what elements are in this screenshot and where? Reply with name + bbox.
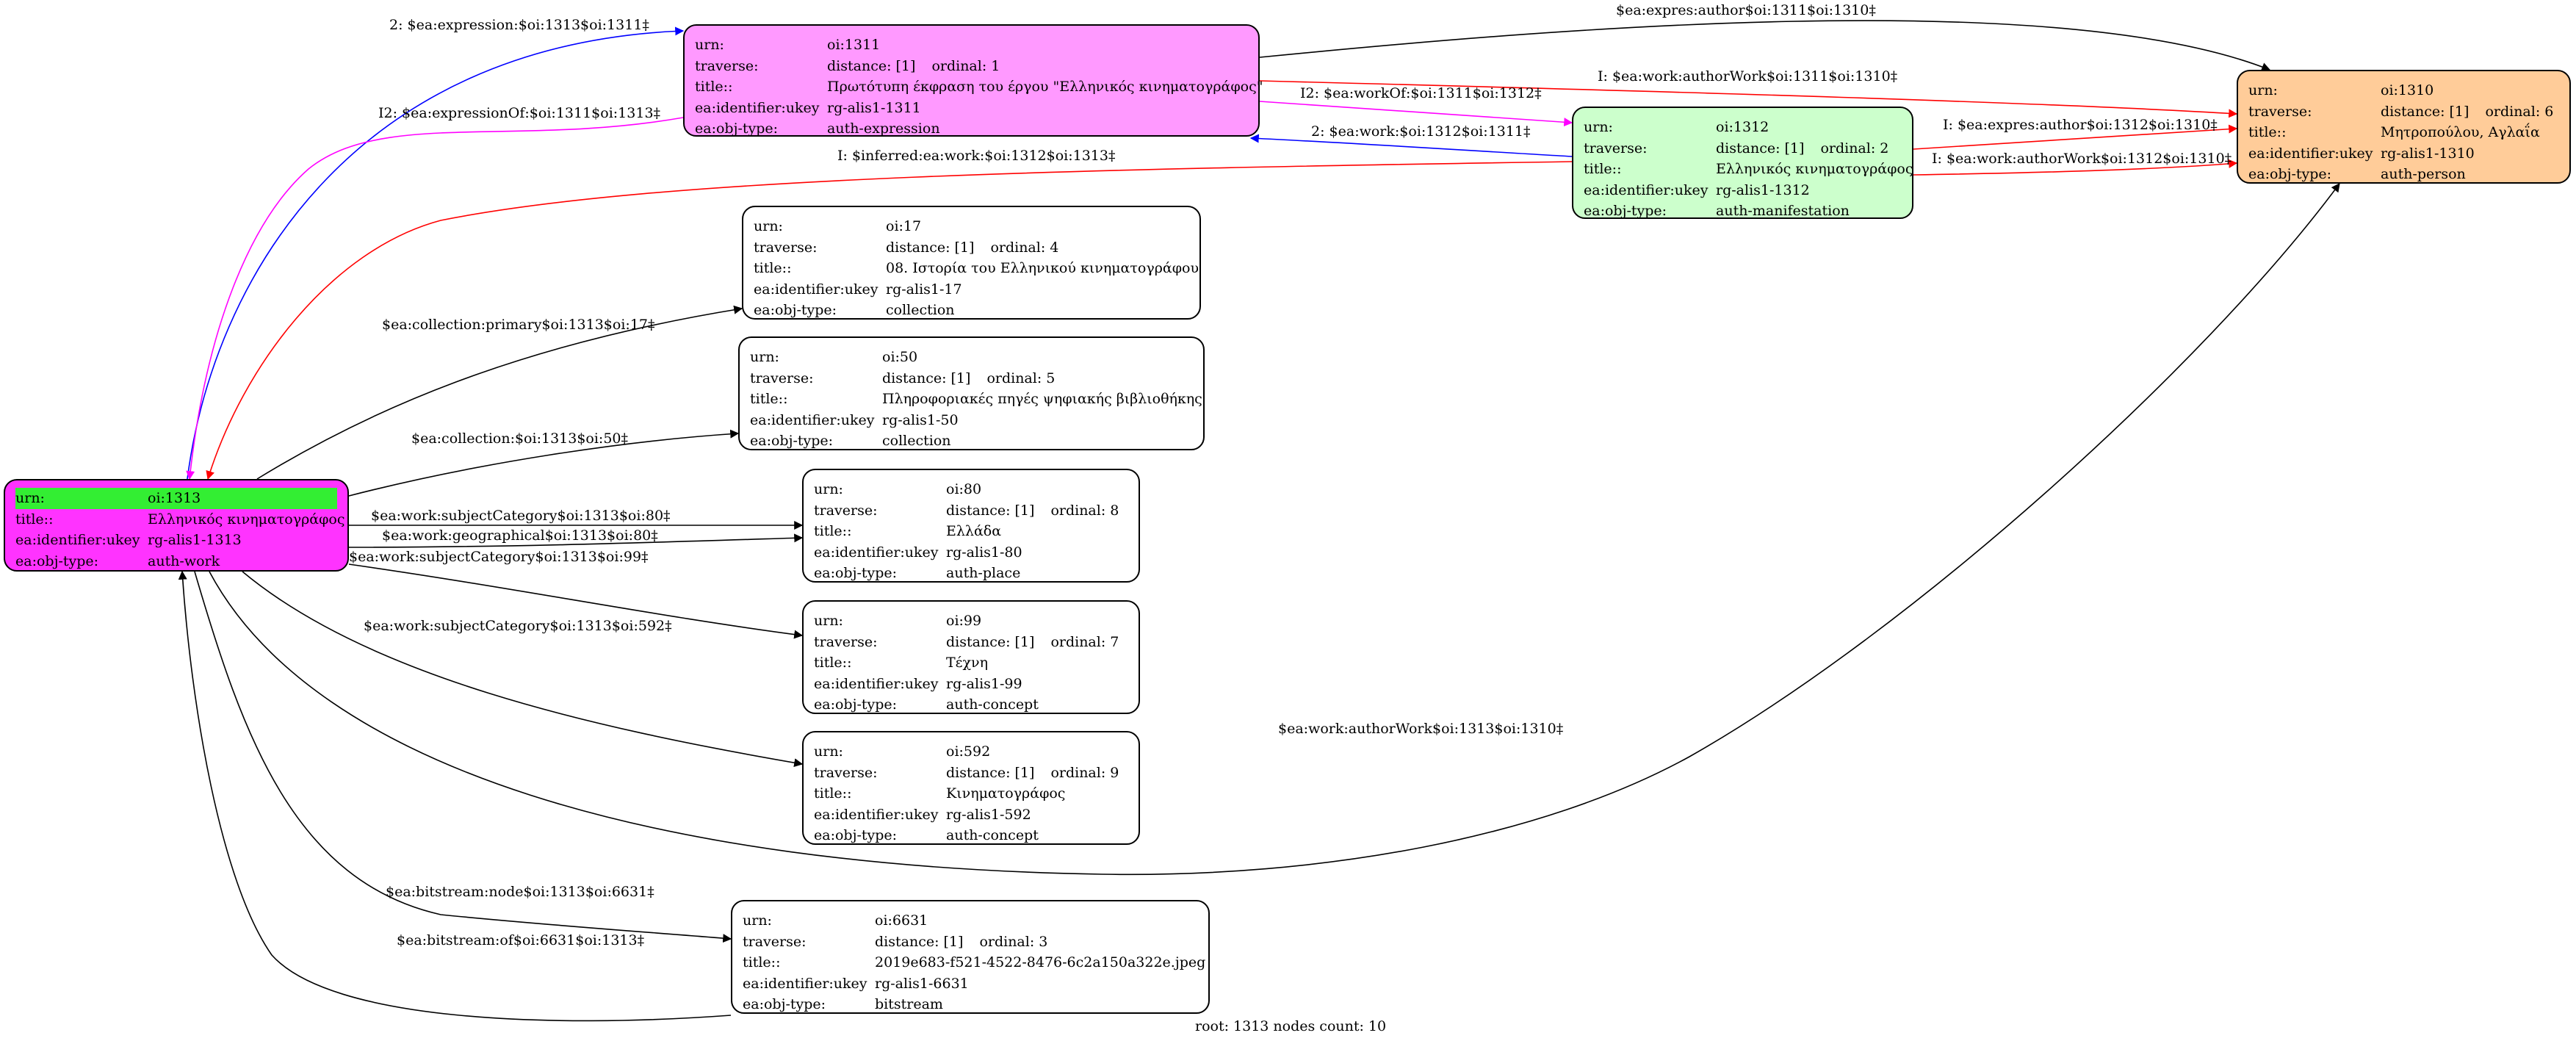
edge-e9 — [206, 161, 1573, 480]
node-traverse-row: traverse:distance: [1]ordinal: 7 — [814, 633, 1119, 650]
node-oi-17[interactable]: urn:oi:17 traverse:distance: [1]ordinal:… — [742, 206, 1201, 320]
edge-e7 — [1913, 124, 2238, 150]
node-title-row: title::Ελλάδα — [814, 523, 1002, 539]
edge-e17 — [194, 571, 732, 943]
edge-label-e9: I: $inferred:ea:work:$oi:1312$oi:1313‡ — [837, 148, 1116, 164]
node-urn-row: urn:oi:6631 — [743, 912, 928, 929]
node-urn-row: urn:oi:1311 — [695, 37, 881, 53]
graph-footer: root: 1313 nodes count: 10 — [1195, 1018, 1387, 1034]
node-oi-99[interactable]: urn:oi:99 traverse:distance: [1]ordinal:… — [802, 600, 1140, 714]
node-title-row: title::Πληροφοριακές πηγές ψηφιακής βιβλ… — [750, 391, 1202, 407]
edge-label-e6: 2: $ea:work:$oi:1312$oi:1311‡ — [1311, 123, 1531, 140]
edge-e15 — [242, 571, 804, 768]
edge-label-e10: $ea:collection:primary$oi:1313$oi:17‡ — [382, 317, 655, 333]
node-traverse-row: traverse:distance: [1]ordinal: 6 — [2248, 103, 2554, 120]
node-title-row: title::Τέχνη — [814, 655, 988, 671]
edge-label-e5: I2: $ea:workOf:$oi:1311$oi:1312‡ — [1300, 85, 1542, 101]
node-type-row: ea:obj-type:auth-work — [15, 552, 220, 569]
edge-e13 — [348, 533, 804, 548]
edge-label-e12: $ea:work:subjectCategory$oi:1313$oi:80‡ — [371, 508, 671, 524]
node-traverse-row: traverse:distance: [1]ordinal: 1 — [695, 57, 1000, 74]
edge-e11 — [348, 429, 740, 497]
node-type-row: ea:obj-type:auth-manifestation — [1584, 203, 1850, 219]
edge-label-e1: 2: $ea:expression:$oi:1313$oi:1311‡ — [389, 17, 649, 33]
node-oi-1312[interactable]: urn:oi:1312 traverse:distance: [1]ordina… — [1572, 107, 1913, 219]
node-urn-row: urn:oi:1313 — [15, 488, 337, 509]
edge-label-e17: $ea:bitstream:node$oi:1313$oi:6631‡ — [386, 884, 654, 900]
node-type-row: ea:obj-type:auth-concept — [814, 696, 1039, 713]
node-title-row: title::Ελληνικός κινηματογράφος — [15, 511, 345, 527]
node-oi-1313-root[interactable]: urn:oi:1313 title::Ελληνικός κινηματογρά… — [4, 479, 349, 572]
node-urn-row: urn:oi:1310 — [2248, 82, 2434, 98]
edge-e8 — [1913, 159, 2238, 176]
node-title-row: title::2019e683-f521-4522-8476-6c2a150a3… — [743, 954, 1206, 970]
edge-label-e11: $ea:collection:$oi:1313$oi:50‡ — [411, 431, 628, 447]
node-traverse-row: traverse:distance: [1]ordinal: 5 — [750, 370, 1056, 386]
node-oi-1311[interactable]: urn:oi:1311 traverse:distance: [1]ordina… — [683, 24, 1263, 137]
edge-label-e16: $ea:work:authorWork$oi:1313$oi:1310‡ — [1278, 721, 1563, 737]
node-urn-row: urn:oi:50 — [750, 349, 918, 365]
node-type-row: ea:obj-type:auth-person — [2248, 166, 2466, 182]
node-traverse-row: traverse:distance: [1]ordinal: 3 — [743, 933, 1048, 950]
node-urn-row: urn:oi:80 — [814, 481, 982, 497]
edge-e1 — [187, 26, 685, 480]
edge-label-e13: $ea:work:geographical$oi:1313$oi:80‡ — [382, 527, 658, 544]
edge-label-e8: I: $ea:work:authorWork$oi:1312$oi:1310‡ — [1932, 151, 2232, 167]
node-title-row: title::Κινηματογράφος — [814, 785, 1066, 802]
node-urn-row: urn:oi:99 — [814, 613, 982, 629]
edge-e4 — [1259, 80, 2238, 118]
node-type-row: ea:obj-type:auth-expression — [695, 120, 940, 137]
node-oi-50[interactable]: urn:oi:50 traverse:distance: [1]ordinal:… — [738, 336, 1205, 450]
edge-e6 — [1249, 134, 1573, 157]
node-urn-row: urn:oi:1312 — [1584, 119, 1769, 135]
node-type-row: ea:obj-type:bitstream — [743, 996, 943, 1012]
node-traverse-row: traverse:distance: [1]ordinal: 9 — [814, 764, 1119, 781]
node-title-row: title::Πρωτότυπη έκφραση του έργου "Ελλη… — [695, 79, 1263, 95]
node-traverse-row: traverse:distance: [1]ordinal: 8 — [814, 502, 1119, 519]
edge-e5 — [1259, 101, 1573, 127]
node-urn-row: urn:oi:592 — [814, 743, 991, 760]
edge-e10 — [256, 305, 743, 480]
edge-label-e3: $ea:expres:author$oi:1311$oi:1310‡ — [1616, 2, 1876, 18]
node-traverse-row: traverse:distance: [1]ordinal: 4 — [754, 239, 1059, 256]
edge-label-e14: $ea:work:subjectCategory$oi:1313$oi:99‡ — [349, 549, 649, 565]
node-oi-592[interactable]: urn:oi:592 traverse:distance: [1]ordinal… — [802, 731, 1140, 845]
node-urn-row: urn:oi:17 — [754, 218, 922, 234]
edge-e16 — [209, 183, 2340, 876]
node-type-row: ea:obj-type:auth-concept — [814, 827, 1039, 843]
edge-e18 — [178, 570, 732, 1022]
edge-label-e4: I: $ea:work:authorWork$oi:1311$oi:1310‡ — [1598, 68, 1897, 84]
edge-e3 — [1259, 20, 2271, 71]
edge-e2 — [186, 117, 684, 480]
node-type-row: ea:obj-type:auth-place — [814, 565, 1021, 581]
node-title-row: title::Μητροπούλου, Αγλαΐα — [2248, 124, 2540, 140]
edge-label-e15: $ea:work:subjectCategory$oi:1313$oi:592‡ — [364, 618, 672, 634]
node-traverse-row: traverse:distance: [1]ordinal: 2 — [1584, 140, 1889, 156]
node-title-row: title::Ελληνικός κινηματογράφος — [1584, 161, 1913, 177]
node-oi-1310[interactable]: urn:oi:1310 traverse:distance: [1]ordina… — [2237, 70, 2571, 184]
edge-label-e7: I: $ea:expres:author$oi:1312$oi:1310‡ — [1943, 117, 2218, 133]
edge-label-e2: I2: $ea:expressionOf:$oi:1311$oi:1313‡ — [378, 105, 660, 121]
node-oi-6631[interactable]: urn:oi:6631 traverse:distance: [1]ordina… — [731, 900, 1210, 1014]
node-oi-80[interactable]: urn:oi:80 traverse:distance: [1]ordinal:… — [802, 469, 1140, 583]
node-type-row: ea:obj-type:collection — [754, 302, 955, 318]
edge-label-e18: $ea:bitstream:of$oi:6631$oi:1313‡ — [397, 932, 644, 948]
edge-e14 — [348, 563, 804, 639]
node-type-row: ea:obj-type:collection — [750, 433, 951, 449]
node-title-row: title::08. Ιστορία του Ελληνικού κινηματ… — [754, 260, 1199, 276]
